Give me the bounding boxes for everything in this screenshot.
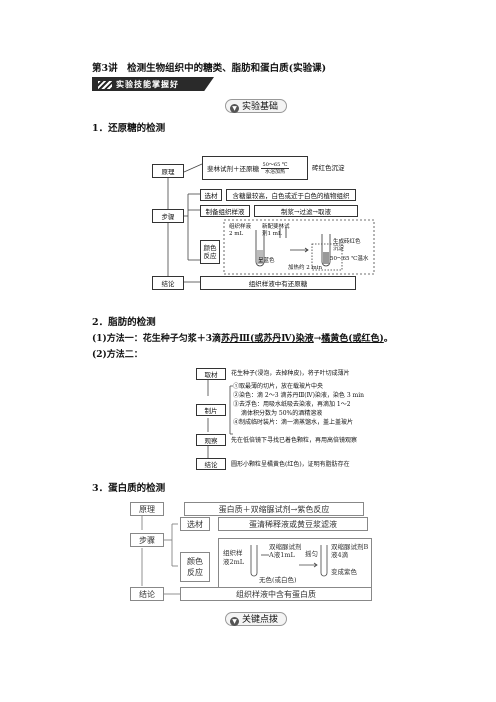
method1-color: 橘黄色(或红色): [321, 334, 384, 344]
method1-end: 。: [383, 334, 393, 344]
principle-box: 斐林试剂＋还原糖 50～65 ℃ 水浴加热: [202, 156, 308, 180]
take-text: 花生种子(浸泡，去掉种皮)，将子叶切成薄片: [231, 370, 350, 377]
method2-line: (2)方法二：: [92, 350, 143, 360]
test-tubes-illustration: [255, 228, 343, 271]
purple-note: 变成紫色: [331, 568, 357, 576]
tube2: [321, 234, 331, 267]
principle-bottom: 水浴加热: [264, 168, 285, 175]
shake-note: 摇匀: [305, 550, 318, 558]
principle-label: 原理: [152, 164, 184, 178]
water-bath: [311, 243, 343, 271]
method1-arrow: →: [313, 334, 322, 344]
section2-connectors: [207, 380, 233, 460]
basics-pill: ▼实验基础: [225, 99, 288, 113]
method1-line: (1)方法一：花生种子匀浆＋3滴苏丹Ⅲ(或苏丹Ⅳ)染液→橘黄色(或红色)。: [92, 331, 393, 344]
select3-label: 选材: [180, 517, 210, 531]
result3-label: 结论: [130, 587, 164, 601]
slide-step-3: ③去浮色：用吸水纸吸去染液，再滴加 1～2: [233, 401, 351, 408]
section3-connectors: [141, 516, 180, 595]
principle-right: 砖红色沉淀: [312, 164, 345, 172]
bath-note: 50～65 ℃温水: [330, 256, 369, 262]
observe-text: 先在低倍镜下寻找已着色颗粒，再用高倍镜观察: [231, 437, 358, 444]
principle3-label: 原理: [130, 502, 164, 516]
reagent-a-note: 双缩脲试剂A液1mL: [269, 543, 302, 559]
take-label: 取材: [196, 368, 226, 380]
principle-top: 50～65 ℃: [262, 161, 288, 168]
skills-banner: 实验技能掌握好: [92, 77, 214, 91]
section2-heading: 2．脂肪的检测: [92, 317, 156, 328]
tubes3-illustration: [250, 545, 328, 577]
slide-step-3b: 滴体积分数为 50%的酒精溶液: [241, 410, 323, 417]
section3-heading: 3．蛋白质的检测: [92, 483, 166, 494]
color3-label: 颜色反应: [180, 552, 210, 582]
prep-text: 制浆→过滤→取液: [254, 205, 358, 217]
color-label: 颜色反应: [200, 240, 220, 264]
brick-red-note: 生成砖红色沉淀: [333, 239, 361, 252]
slide-steps: ①取最薄的切片，放在载玻片中央 ②染色：滴 2～3 滴苏丹Ⅲ(Ⅳ)染液，染色 3…: [233, 382, 364, 427]
heat-note: 加热约 2 min: [288, 265, 323, 271]
lesson-title: 第3讲 检测生物组织中的糖类、脂肪和蛋白质(实验课): [92, 63, 327, 74]
reaction-arrow: 50～65 ℃ 水浴加热: [261, 162, 289, 175]
tube1: [255, 230, 265, 267]
select-label: 选材: [200, 189, 222, 201]
method1-reagent: 苏丹Ⅲ(或苏丹Ⅳ)染液: [221, 334, 314, 344]
select3-text: 蛋清稀释液或黄豆浆滤液: [218, 517, 368, 531]
reagent-b-note: 双缩脲试剂B液4滴: [331, 543, 369, 559]
observe-label: 观察: [196, 434, 226, 446]
blue-note: 呈蓝色: [258, 258, 275, 264]
sample-note: 组织样液2mL: [223, 549, 245, 566]
keypoints-pill: ▼关键点拨: [225, 612, 288, 626]
tube2-note: 新配斐林试剂1 mL: [262, 224, 290, 237]
method1-prefix: (1)方法一：花生种子匀浆＋3滴: [92, 334, 222, 344]
stripes-icon: [98, 81, 112, 89]
select-text: 含糖量较高，白色或近于白色的植物组织: [226, 189, 356, 201]
pill-basics-label: 实验基础: [242, 102, 279, 112]
banner-label: 实验技能掌握好: [116, 79, 179, 89]
result3-text: 组织样液中含有蛋白质: [180, 587, 372, 601]
principle3-text: 蛋白质＋双缩脲试剂→紫色反应: [184, 502, 364, 516]
arrow-down-icon: ▼: [230, 104, 239, 113]
section1-heading: 1．还原糖的检测: [92, 123, 166, 134]
slide-step-2: ②染色：滴 2～3 滴苏丹Ⅲ(Ⅳ)染液，染色 3 min: [233, 392, 365, 399]
prep-label: 制备组织样液: [200, 205, 250, 217]
colorless-note: 无色(或白色): [259, 576, 297, 584]
section1-connectors: [167, 163, 375, 283]
steps3-label: 步骤: [130, 533, 164, 547]
pill-keypoints-label: 关键点拨: [242, 615, 279, 625]
conclude-label: 结论: [196, 458, 226, 470]
tube1-note: 组织样液2 mL: [229, 224, 252, 237]
result-text: 组织样液中有还原糖: [200, 276, 356, 290]
color3-panel: 组织样液2mL 双缩脲试剂A液1mL 摇匀 双缩脲试剂B液4滴 变成紫色 无色(…: [218, 538, 372, 588]
conclude-text: 圆形小颗粒呈橘黄色(红色)，证明有脂肪存在: [231, 461, 350, 468]
arrow-down-icon: ▼: [230, 617, 239, 626]
result-label: 结论: [152, 276, 184, 290]
principle-left: 斐林试剂＋还原糖: [207, 165, 259, 173]
steps-label: 步骤: [152, 209, 184, 223]
slide-label: 制片: [196, 404, 226, 416]
slide-step-4: ④制成临时装片：滴一滴蒸馏水，盖上盖玻片: [233, 419, 354, 426]
slide-step-1: ①取最薄的切片，放在载玻片中央: [233, 383, 324, 390]
